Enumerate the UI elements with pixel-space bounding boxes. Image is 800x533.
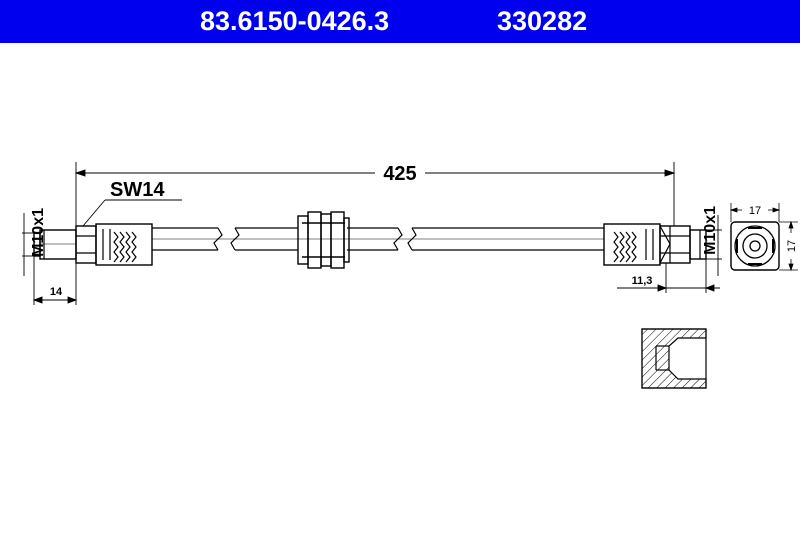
left-fitting xyxy=(33,223,153,266)
dimension-right-thread xyxy=(706,215,722,276)
dimension-left-fitting xyxy=(32,256,78,305)
right-thread-label: M10x1 xyxy=(702,206,719,255)
end-view-height-label: 17 xyxy=(786,240,798,252)
left-thread-label: M10x1 xyxy=(30,208,47,257)
break-mark-right xyxy=(393,227,417,251)
wrench-size-label: SW14 xyxy=(110,179,165,201)
break-mark-left xyxy=(213,227,240,251)
left-fitting-length-label: 14 xyxy=(50,286,63,298)
sw14-leader xyxy=(82,199,182,227)
right-fitting xyxy=(603,223,707,266)
dimension-length xyxy=(74,162,676,226)
end-view xyxy=(730,221,780,271)
dimension-left-thread xyxy=(22,213,34,276)
length-label: 425 xyxy=(383,163,416,185)
hose-body xyxy=(152,227,604,251)
title-bar: 83.6150-0426.3 330282 xyxy=(0,0,800,43)
port-section-detail xyxy=(641,328,707,389)
end-view-width-label: 17 xyxy=(749,205,761,217)
dimension-right-fitting xyxy=(617,259,720,293)
technical-drawing: 425 SW14 M10x1 M10x1 14 11,3 17 17 xyxy=(22,162,798,389)
dimension-end-view-width xyxy=(729,203,781,222)
mid-grommet xyxy=(297,211,350,269)
part-number: 83.6150-0426.3 xyxy=(200,6,390,36)
dimension-end-view-height xyxy=(779,220,798,272)
reference-code: 330282 xyxy=(497,6,588,36)
right-fitting-length-label: 11,3 xyxy=(632,275,653,287)
